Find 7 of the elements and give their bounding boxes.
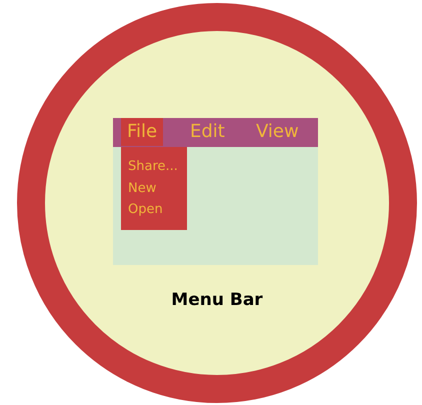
- menu-option: Share...: [128, 160, 178, 173]
- caption: Menu Bar: [171, 292, 263, 309]
- menu-option: Open: [128, 203, 163, 216]
- selected-menu-item: File: [121, 118, 164, 146]
- menu-item: View: [256, 123, 299, 141]
- menu-item: Edit: [190, 123, 225, 141]
- menu-option: New: [128, 182, 156, 195]
